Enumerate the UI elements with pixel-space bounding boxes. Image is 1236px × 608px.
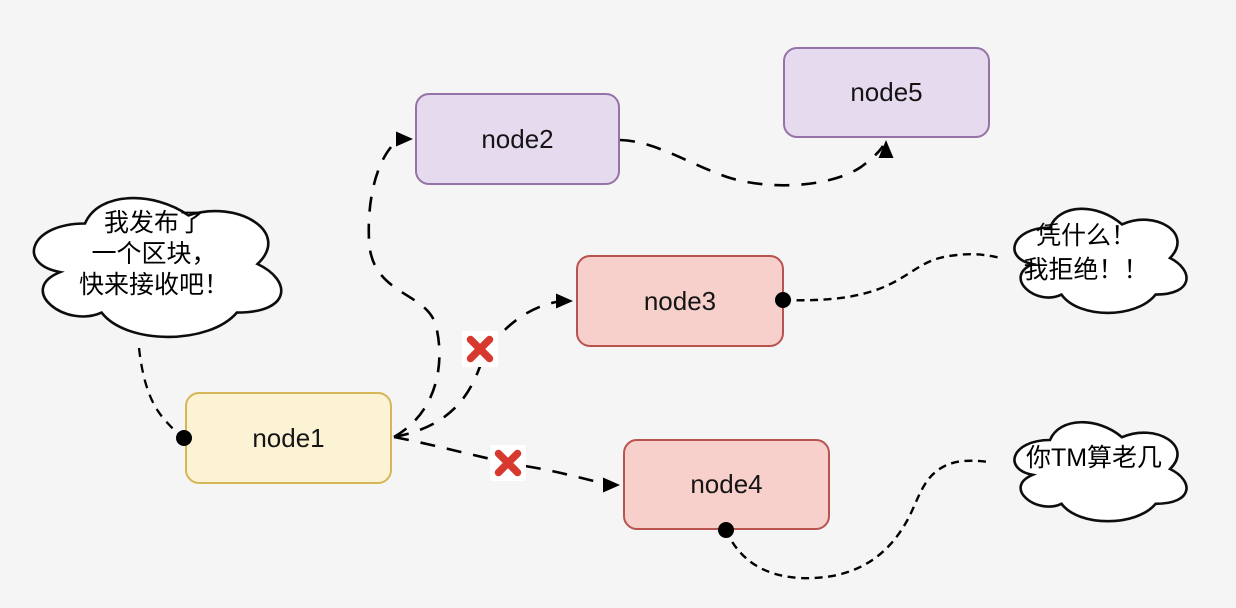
edge-node1-node4 [393, 435, 603, 485]
bubble-dismiss-text: 你TM算老几 [996, 443, 1192, 474]
node-node5: node5 [783, 47, 990, 138]
edge-node3-bubble-refuse [782, 253, 1002, 302]
bubble-refuse-line2: 我拒绝！！ [1023, 256, 1149, 284]
node-node3: node3 [576, 255, 784, 347]
bubble-announce-text: 我发布了 一个区块， 快来接收吧！ [22, 208, 286, 301]
node1-label: node1 [252, 422, 325, 453]
reject-x-icon [462, 331, 498, 367]
arrowhead-into-node3 [556, 293, 573, 309]
arrowhead-into-node5 [878, 140, 894, 158]
edge-bubble-announce-node1 [137, 347, 182, 437]
bubble-dismiss-line1: 你TM算老几 [1025, 444, 1163, 472]
node2-label: node2 [481, 123, 554, 154]
edge-node1-node3 [393, 300, 557, 439]
node-node1: node1 [185, 392, 392, 484]
node4-label: node4 [690, 469, 763, 499]
reject-x-icon [490, 445, 526, 481]
bubble-refuse-text: 凭什么！ 我拒绝！！ [990, 219, 1182, 287]
node5-label: node5 [850, 77, 923, 107]
bubble-announce-line3: 快来接收吧！ [78, 271, 229, 299]
arrowhead-into-node2 [396, 131, 413, 147]
bubble-refuse-line1: 凭什么！ [1035, 222, 1136, 250]
edge-node2-node5 [619, 138, 885, 187]
node3-label: node3 [643, 285, 717, 316]
bubble-announce-line2: 一个区块， [91, 240, 217, 268]
bubble-announce-line1: 我发布了 [103, 209, 204, 237]
node-node4: node4 [623, 439, 830, 530]
arrowhead-into-node4 [603, 477, 620, 493]
node-node2: node2 [415, 93, 620, 185]
